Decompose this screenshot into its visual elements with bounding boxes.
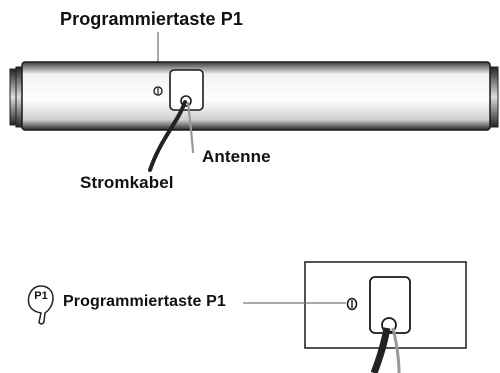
tube-end-cap-right [489,66,499,128]
tube-end-cap-left [9,66,23,128]
stromkabel-label: Stromkabel [80,173,174,192]
p1-badge-icon [27,285,54,325]
programmiertaste-label-bottom: Programmiertaste P1 [63,293,226,310]
antenna-wire-detail [391,327,401,373]
tubular-motor-body [21,61,491,131]
connector-housing-detail [369,276,411,334]
programmiertaste-label-top: Programmiertaste P1 [60,9,243,29]
antenna-wire-top [186,101,195,154]
p1-button-top [153,86,163,96]
antenne-label: Antenne [202,147,271,166]
power-cable-top [148,100,187,172]
power-cable-detail [370,327,391,373]
connector-housing-top [169,69,204,111]
p1-button-detail [346,297,358,311]
p1-badge-label: P1 [34,290,48,302]
